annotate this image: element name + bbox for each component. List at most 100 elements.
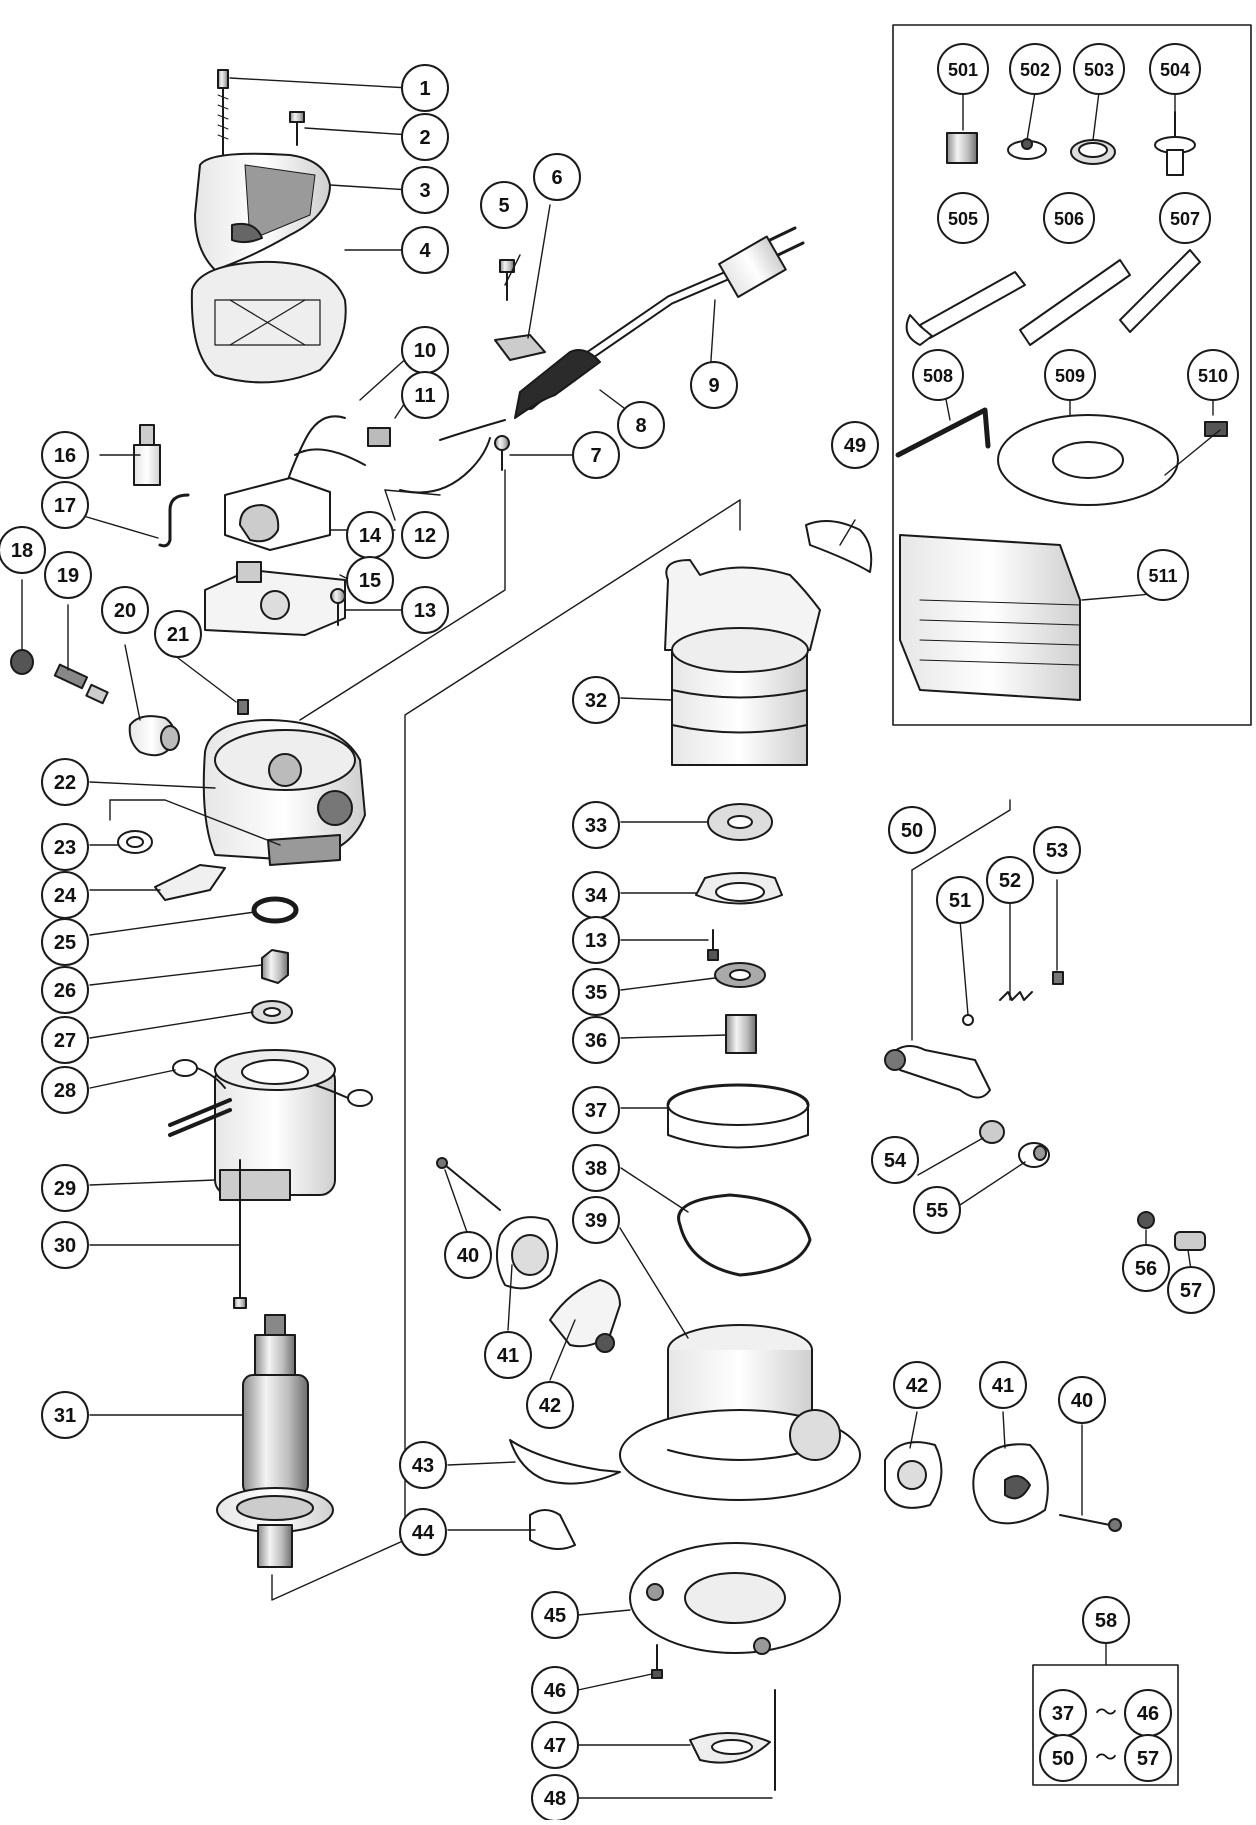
callout-circle <box>572 1196 620 1244</box>
callout-number: 6 <box>551 167 562 189</box>
callout-circle <box>617 401 665 449</box>
callout-number: 23 <box>54 837 76 859</box>
callout-c19: 19 <box>44 551 92 599</box>
part-ball-bearing-27 <box>251 1000 293 1024</box>
callout-circle <box>41 1016 89 1064</box>
callout-c2: 2 <box>401 113 449 161</box>
callout-number: 37 <box>585 1100 607 1122</box>
callout-c34: 34 <box>572 871 620 919</box>
callout-number: 9 <box>708 375 719 397</box>
callout-c51: 51 <box>936 876 984 924</box>
callout-circle <box>1043 192 1095 244</box>
callout-c57: 57 <box>1167 1266 1215 1314</box>
callout-number: 5 <box>498 195 509 217</box>
callout-circle <box>1149 43 1201 95</box>
callout-circle <box>531 1666 579 1714</box>
callout-circle <box>986 856 1034 904</box>
callout-number: 55 <box>926 1200 948 1222</box>
callout-circle <box>1073 43 1125 95</box>
callout-number: 509 <box>1055 366 1085 386</box>
callout-circle <box>893 1361 941 1409</box>
callout-c510: 510 <box>1187 349 1239 401</box>
part-knob-41b <box>972 1443 1049 1525</box>
part-bolt-40a <box>436 1157 501 1211</box>
callout-circle <box>531 1591 579 1639</box>
accessory-cap-502 <box>1007 138 1047 160</box>
accessory-wrench-505 <box>905 271 1026 346</box>
callout-number: 14 <box>359 525 382 547</box>
kit-range-separator: 〜 <box>1095 1700 1117 1725</box>
callout-number: 26 <box>54 980 76 1002</box>
accessory-guide-pin-504 <box>1154 111 1196 176</box>
callout-circle <box>1009 43 1061 95</box>
callout-c7: 7 <box>572 431 620 479</box>
part-pin <box>1052 971 1064 985</box>
callout-circle <box>41 966 89 1014</box>
callout-number: 57 <box>1180 1280 1202 1302</box>
callout-c55: 55 <box>913 1186 961 1234</box>
callout-number: 51 <box>949 890 971 912</box>
part-nameplate <box>529 1509 576 1550</box>
accessory-screw-510 <box>1204 421 1228 437</box>
callout-c501: 501 <box>937 43 989 95</box>
callout-number: 20 <box>114 600 136 622</box>
callout-c3: 3 <box>401 166 449 214</box>
callout-circle <box>1167 1266 1215 1314</box>
part-screw-7 <box>494 435 510 471</box>
callout-c507: 507 <box>1159 192 1211 244</box>
callout-number: 56 <box>1135 1258 1157 1280</box>
callout-number: 33 <box>585 815 607 837</box>
callout-c35: 35 <box>572 968 620 1016</box>
callout-c46: 46 <box>531 1666 579 1714</box>
callout-balloons: 1234567891011121314151617181920212223242… <box>0 43 1239 1822</box>
part-clamp-lever <box>884 1045 991 1099</box>
callout-number: 30 <box>54 1235 76 1257</box>
callout-circle <box>0 526 46 574</box>
callout-circle <box>572 801 620 849</box>
part-power-cord <box>439 226 805 441</box>
callout-c49: 49 <box>831 421 879 469</box>
callout-c511: 511 <box>1137 549 1189 601</box>
callout-c17: 17 <box>41 481 89 529</box>
callout-number: 11 <box>414 385 435 407</box>
callout-number: 47 <box>544 1735 566 1757</box>
callout-number: 41 <box>497 1345 519 1367</box>
callout-c8: 8 <box>617 401 665 449</box>
callout-circle <box>531 1721 579 1769</box>
callout-number: 27 <box>54 1030 76 1052</box>
part-screw-46 <box>651 1644 663 1679</box>
callout-circle <box>690 361 738 409</box>
callout-c27: 27 <box>41 1016 89 1064</box>
callout-c6: 6 <box>533 153 581 201</box>
callout-number: 18 <box>11 540 33 562</box>
callout-number: 4 <box>419 240 431 262</box>
kit-callout-number: 57 <box>1137 1748 1159 1770</box>
part-label-plate <box>154 864 226 901</box>
kit-callout-circle <box>1039 1734 1087 1782</box>
part-screw-long-30 <box>233 1159 247 1309</box>
callout-c24: 24 <box>41 871 89 919</box>
part-motor-housing <box>202 719 366 866</box>
callout-c42b: 42 <box>893 1361 941 1409</box>
callout-c33: 33 <box>572 801 620 849</box>
callout-circle <box>572 676 620 724</box>
callout-c42a: 42 <box>526 1381 574 1429</box>
callout-circle <box>41 1066 89 1114</box>
part-bolt-40b <box>1059 1514 1122 1532</box>
callout-c13a: 13 <box>401 586 449 634</box>
callout-number: 45 <box>544 1605 566 1627</box>
callout-circle <box>1137 549 1189 601</box>
callout-c503: 503 <box>1073 43 1125 95</box>
callout-c21: 21 <box>154 610 202 658</box>
part-wires <box>284 415 491 494</box>
part-switch <box>133 424 190 548</box>
callout-c30: 30 <box>41 1221 89 1269</box>
callout-c29: 29 <box>41 1164 89 1212</box>
callout-number: 10 <box>414 340 436 362</box>
callout-circle <box>912 349 964 401</box>
callout-circle <box>444 1231 492 1279</box>
callout-circle <box>526 1381 574 1429</box>
callout-circle <box>480 181 528 229</box>
callout-c11: 11 <box>401 371 449 419</box>
